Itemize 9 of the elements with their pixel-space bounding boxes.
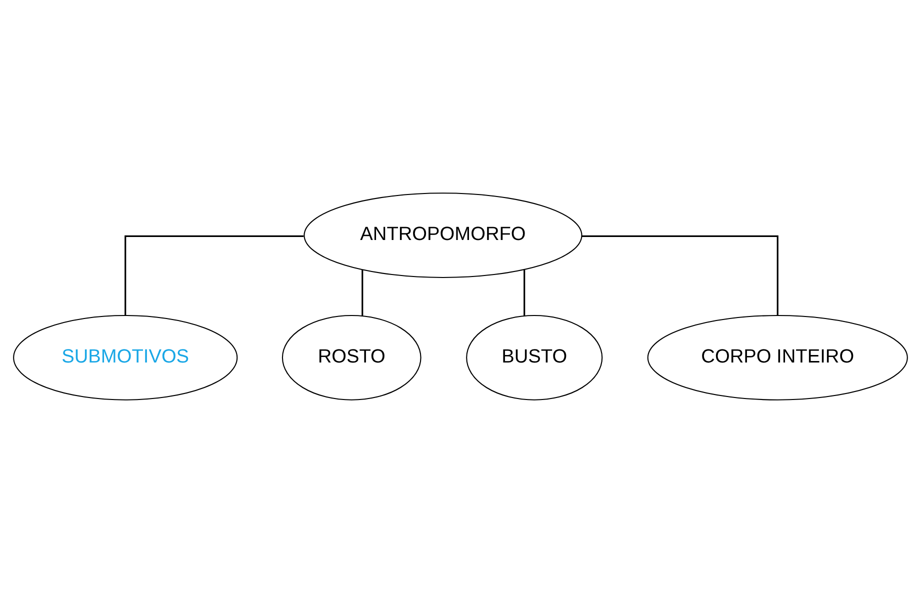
connector bbox=[362, 269, 364, 316]
node-ellipse: ANTROPOMORFO bbox=[304, 192, 582, 278]
node-ellipse: CORPO INTEIRO bbox=[647, 314, 908, 400]
connector bbox=[524, 269, 526, 316]
node-ellipse: BUSTO bbox=[466, 314, 603, 400]
node-ellipse: SUBMOTIVOS bbox=[13, 314, 238, 400]
connector bbox=[582, 234, 778, 316]
node-ellipse: ROSTO bbox=[282, 314, 422, 400]
connector bbox=[124, 234, 304, 316]
